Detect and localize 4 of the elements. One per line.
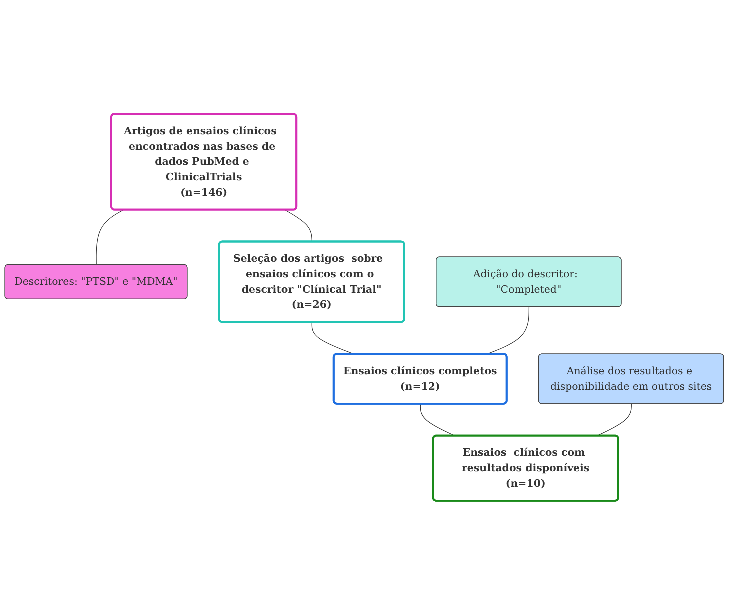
flowchart: Artigos de ensaios clínicos encontrados nas bases de dados PubMed e ClinicalTrials (n=146) Descritores: "PTSD" e "MDMA" Seleção dos artigos sobre ensaios clínicos com o descritor "Clínical Trial" (n=26) Adição do descritor: "Completed" Ensaios clínicos completos (n=12) Análise dos resultados e disponibilidade em outros sites Ensaios clínicos com resultados disponíveis (n=10) — [0, 108, 729, 506]
connector — [596, 404, 632, 436]
connector — [284, 210, 312, 242]
connector — [96, 210, 124, 266]
